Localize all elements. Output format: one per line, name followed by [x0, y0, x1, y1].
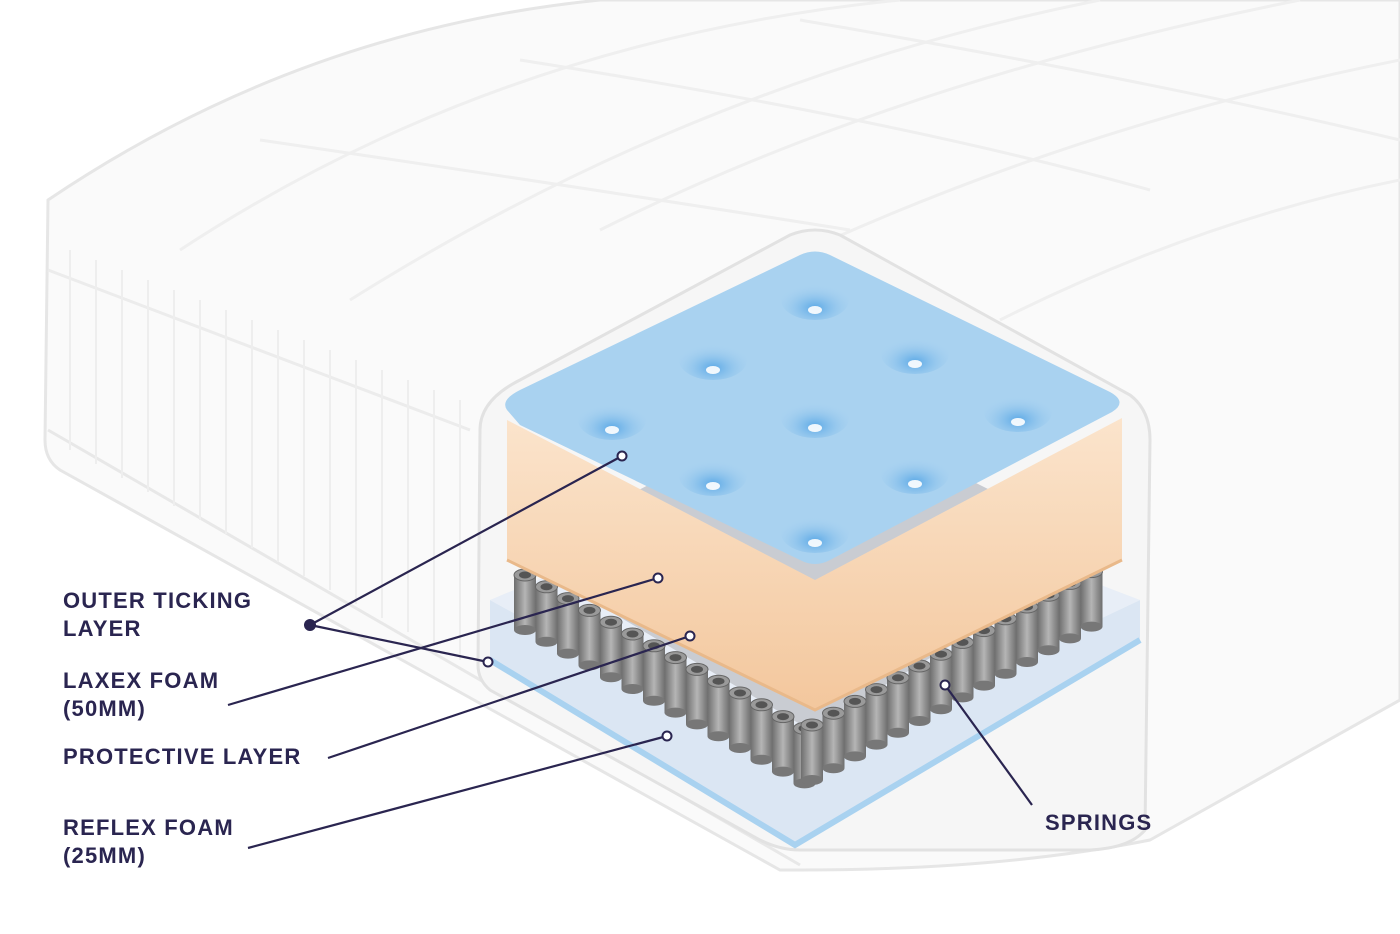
spring	[664, 651, 687, 718]
label-text: LAXEX FOAM	[63, 668, 220, 693]
callout-dot	[304, 619, 316, 631]
label-protective-layer: PROTECTIVE LAYER	[63, 744, 302, 769]
dimple	[578, 400, 646, 440]
spring	[886, 671, 910, 738]
label-laxex-foam: LAXEX FOAM (50MM)	[63, 667, 219, 723]
dimple	[781, 513, 849, 553]
spring	[728, 686, 752, 753]
label-text: REFLEX FOAM	[63, 815, 234, 840]
spring	[621, 627, 644, 694]
spring	[800, 718, 824, 785]
spring	[685, 662, 709, 730]
springs-layer	[513, 565, 1103, 789]
label-text: (25MM)	[63, 843, 146, 868]
dimple	[781, 398, 849, 438]
spring	[556, 592, 580, 659]
spring	[994, 612, 1017, 679]
spring	[951, 635, 974, 703]
spring	[865, 683, 888, 750]
latex-foam-layer	[506, 418, 1123, 712]
dimple	[881, 454, 949, 494]
spring	[843, 694, 867, 762]
spring	[707, 674, 730, 742]
dimple	[781, 280, 849, 320]
spring	[578, 603, 601, 671]
spring	[771, 710, 795, 777]
spring	[750, 698, 773, 765]
label-reflex-foam: REFLEX FOAM (25MM)	[63, 814, 234, 870]
label-text: OUTER TICKING	[63, 588, 253, 613]
spring	[535, 580, 558, 647]
label-springs: SPRINGS	[1045, 810, 1153, 835]
callout-markers	[482, 450, 951, 742]
dimple	[679, 340, 747, 380]
spring	[908, 659, 931, 726]
spring	[642, 639, 666, 706]
label-text: (50MM)	[63, 696, 146, 721]
dimple	[984, 392, 1052, 432]
outer-ticking-layer	[505, 251, 1120, 564]
label-text: LAYER	[63, 616, 142, 641]
callout-lines	[227, 455, 1033, 850]
spring	[822, 706, 845, 774]
label-outer-ticking-layer: OUTER TICKING LAYER	[63, 587, 252, 643]
spring	[513, 568, 537, 635]
spring	[972, 624, 996, 691]
spring	[599, 615, 623, 683]
dimple	[679, 456, 747, 496]
dimple	[881, 334, 949, 374]
